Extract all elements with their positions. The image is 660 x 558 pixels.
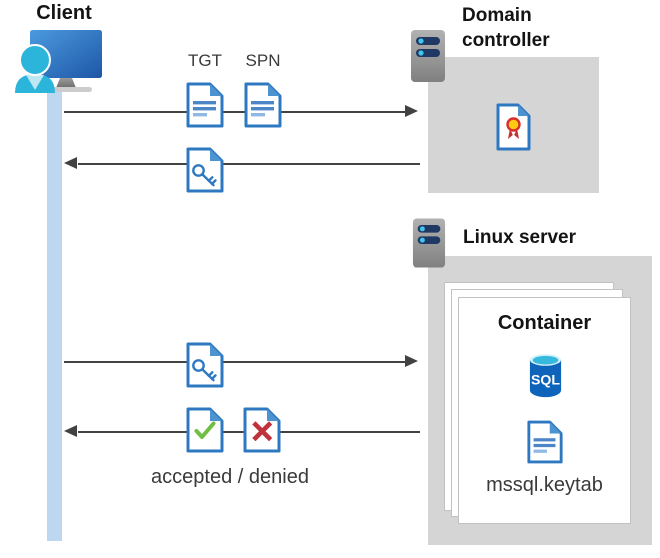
key-ticket-document-icon	[185, 147, 225, 193]
keytab-document-icon	[526, 418, 564, 466]
client-icon	[8, 25, 103, 95]
spn-document-icon	[243, 82, 283, 128]
client-monitor-person-icon	[15, 30, 102, 93]
container-title: Container	[497, 312, 592, 334]
spn-label: SPN	[245, 51, 281, 70]
keytab-label: mssql.keytab	[486, 474, 603, 496]
container-page-front	[458, 297, 631, 524]
domain-controller-server-icon	[410, 29, 446, 83]
arrow-request-tgt-spn-head	[405, 105, 418, 117]
key-ticket-document-icon-2	[185, 342, 225, 388]
arrow-present-ticket-line	[64, 361, 406, 363]
denied-document-icon	[242, 407, 282, 453]
client-label: Client	[36, 2, 92, 24]
client-lifeline	[47, 91, 62, 541]
linux-server-icon	[412, 217, 446, 269]
accepted-denied-label: accepted / denied	[151, 466, 309, 488]
arrow-ticket-reply-line	[78, 163, 420, 165]
accepted-document-icon	[185, 407, 225, 453]
arrow-accept-deny-head	[64, 425, 77, 437]
sql-badge-text: SQL	[531, 371, 560, 387]
arrow-request-tgt-spn-line	[64, 111, 406, 113]
sql-database-icon: SQL	[527, 351, 564, 400]
tgt-label: TGT	[188, 51, 222, 70]
arrow-ticket-reply-head	[64, 157, 77, 169]
domain-controller-label: Domain controller	[462, 5, 550, 52]
arrow-present-ticket-head	[405, 355, 418, 367]
linux-server-label: Linux server	[463, 227, 576, 248]
certificate-document-icon	[495, 103, 532, 151]
tgt-document-icon	[185, 82, 225, 128]
